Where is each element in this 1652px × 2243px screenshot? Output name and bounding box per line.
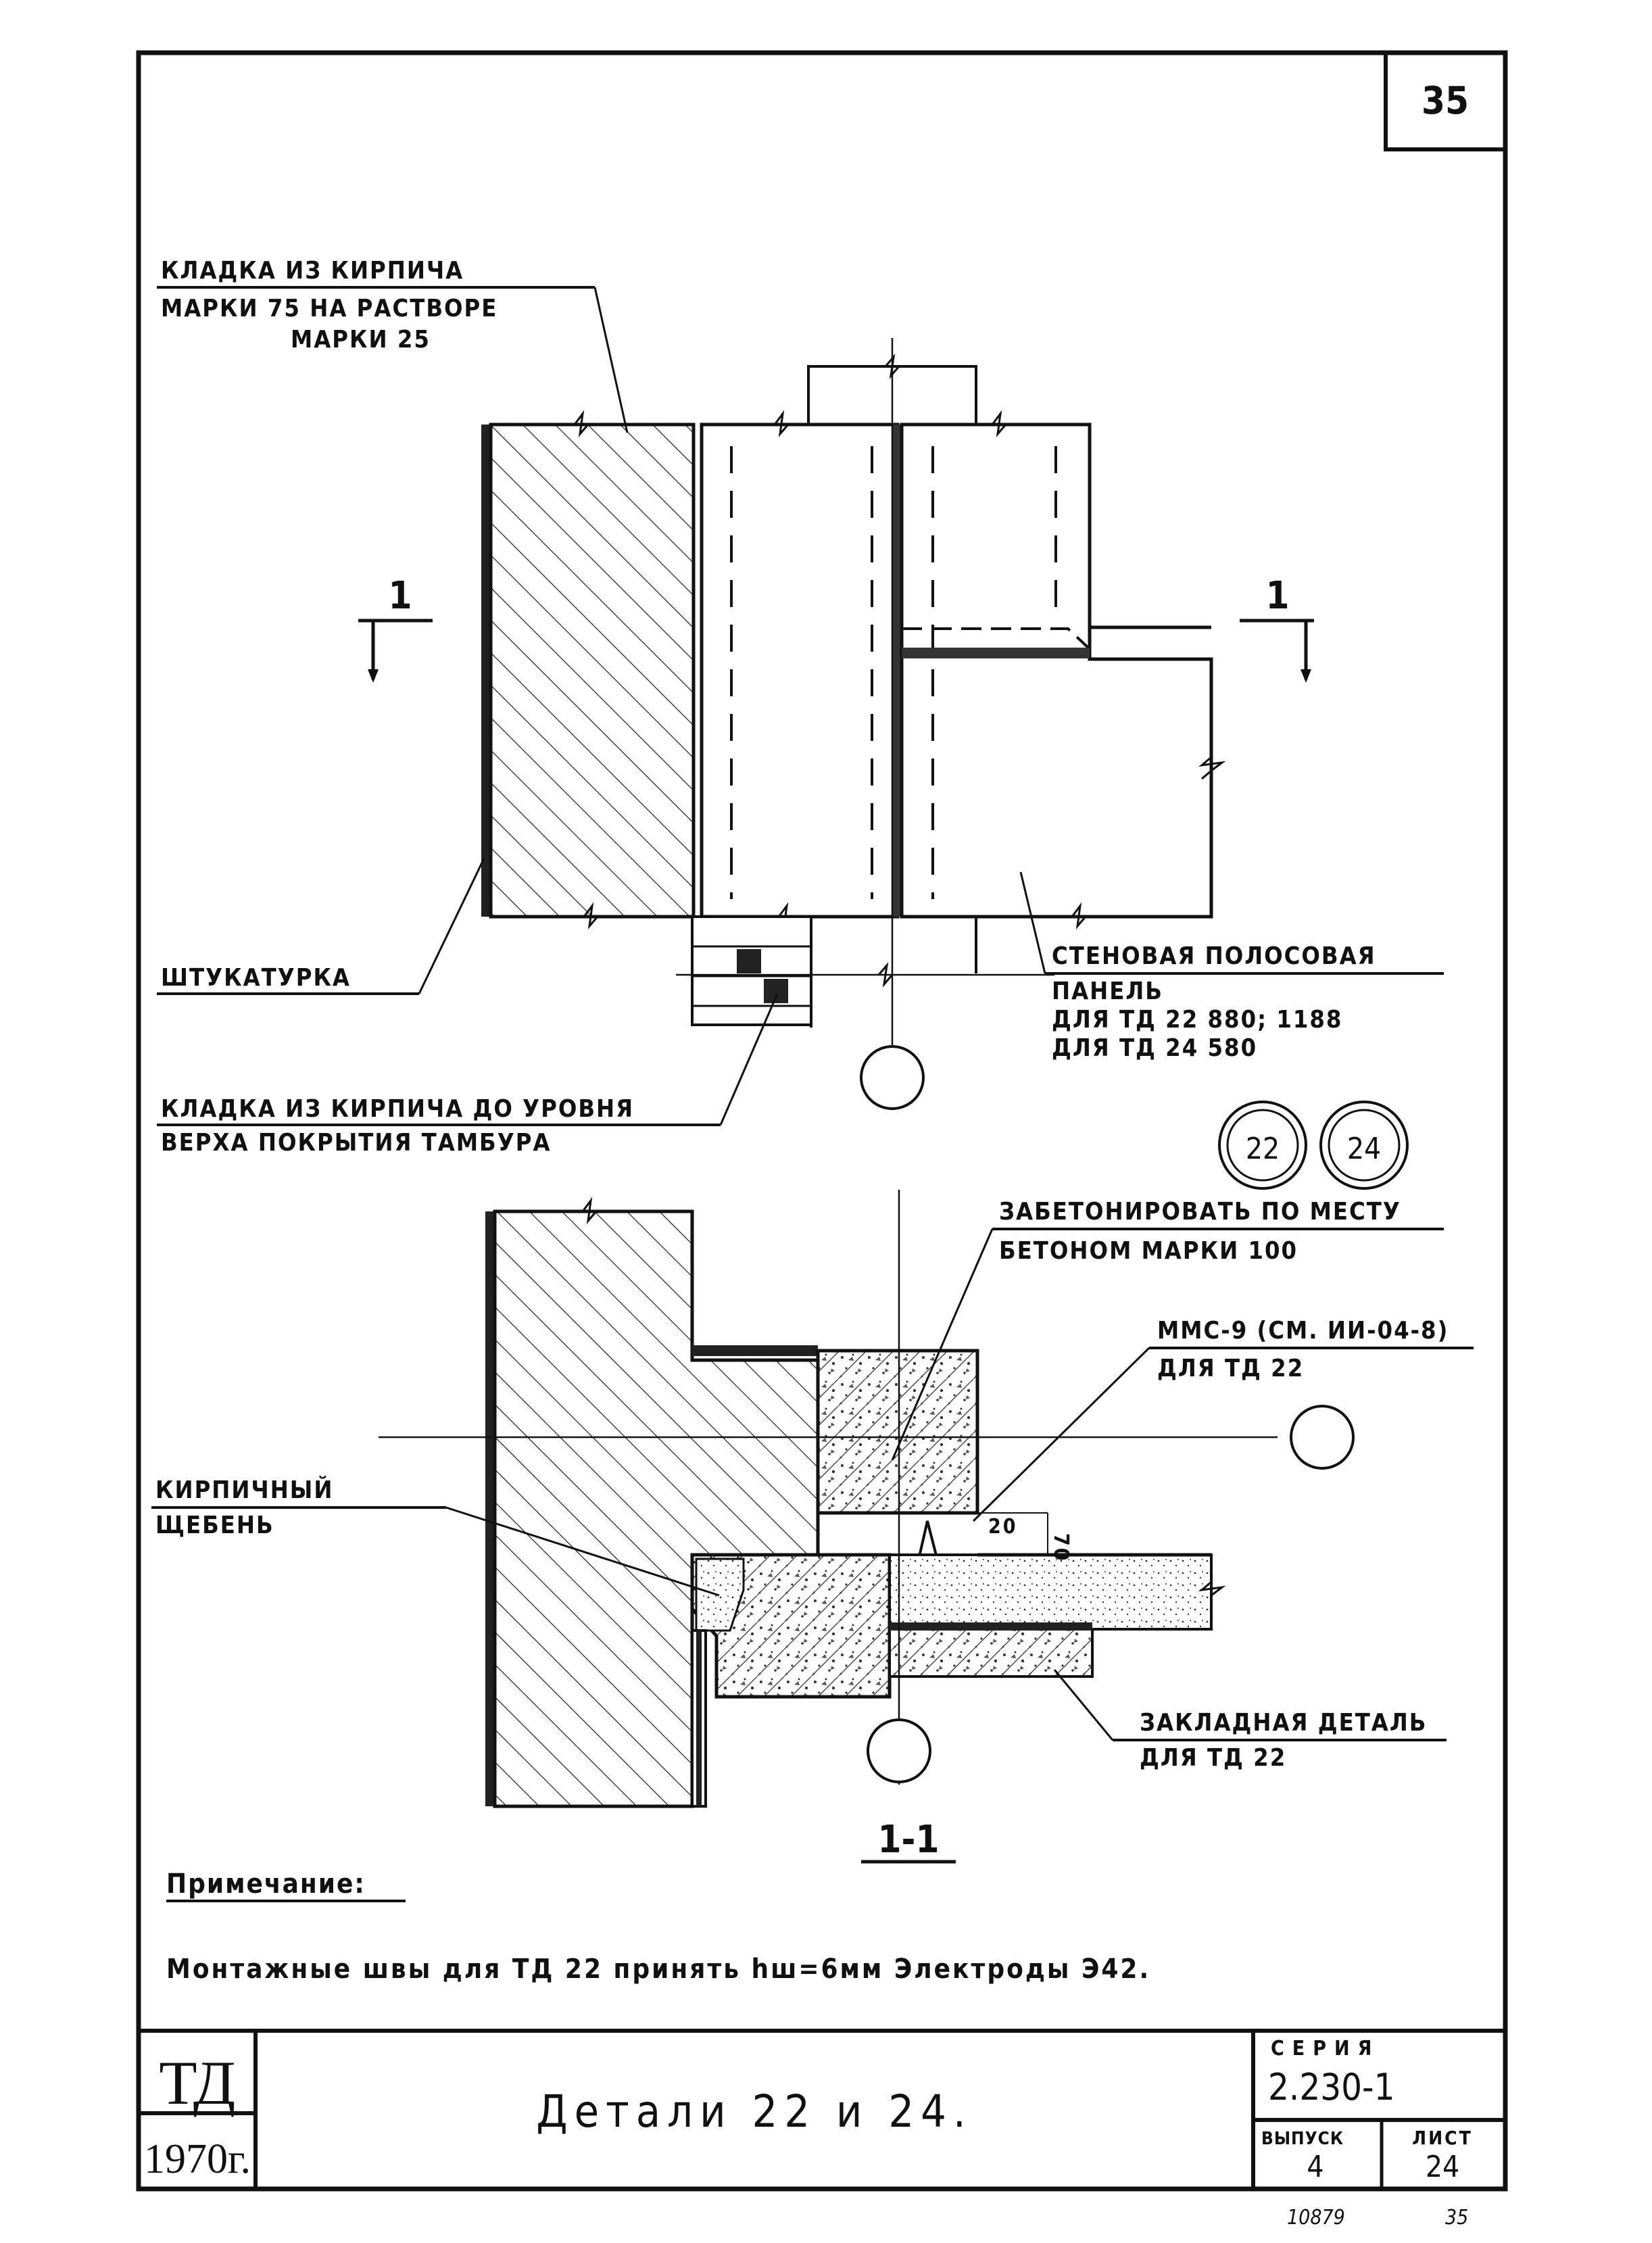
label-embedded: ЗАКЛАДНАЯ ДЕТАЛЬ ДЛЯ ТД 22 bbox=[1053, 1669, 1447, 1772]
svg-text:24: 24 bbox=[1347, 1132, 1381, 1166]
label-wall-panel: СТЕНОВАЯ ПОЛОСОВАЯ ПАНЕЛЬ ДЛЯ ТД 22 880;… bbox=[1019, 871, 1444, 1062]
sheet-frame bbox=[136, 50, 1508, 2192]
label-brick-rubble: КИРПИЧНЫЙ ЩЕБЕНЬ bbox=[151, 1476, 720, 1597]
axis-marker-right bbox=[1290, 1405, 1355, 1470]
axis-marker-top bbox=[860, 1045, 925, 1110]
detail-marker-24: 24 bbox=[1319, 1101, 1409, 1190]
svg-text:ЩЕБЕНЬ: ЩЕБЕНЬ bbox=[155, 1512, 274, 1539]
svg-text:ММС-9 (СМ. ИИ-04-8): ММС-9 (СМ. ИИ-04-8) bbox=[1157, 1317, 1449, 1345]
tb-series-label: СЕРИЯ bbox=[1271, 2037, 1380, 2060]
panel-slab bbox=[888, 1553, 1213, 1631]
label-masonry-to-level: КЛАДКА ИЗ КИРПИЧА ДО УРОВНЯ ВЕРХА ПОКРЫТ… bbox=[157, 993, 779, 1157]
cast-concrete bbox=[816, 1349, 979, 1515]
title-block: ТД 1970г. Детали 22 и 24. СЕРИЯ 2.230-1 … bbox=[139, 2029, 1505, 2189]
detail-marker-22: 22 bbox=[1218, 1101, 1307, 1190]
svg-text:ДЛЯ ТД 22: ДЛЯ ТД 22 bbox=[1140, 1744, 1286, 1772]
tb-series-value: 2.230-1 bbox=[1268, 2066, 1394, 2108]
footer-page: 35 bbox=[1445, 2206, 1468, 2229]
svg-text:МАРКИ 75 НА РАСТВОРЕ: МАРКИ 75 НА РАСТВОРЕ bbox=[161, 295, 497, 322]
plaster-layer bbox=[481, 425, 491, 917]
note-block: Примечание: Монтажные швы для ТД 22 прин… bbox=[166, 1868, 1150, 1985]
svg-text:ДЛЯ ТД 24 580: ДЛЯ ТД 24 580 bbox=[1052, 1034, 1257, 1062]
section-title: 1-1 bbox=[877, 1818, 939, 1862]
label-mms: ММС-9 (СМ. ИИ-04-8) ДЛЯ ТД 22 bbox=[972, 1317, 1474, 1522]
section-brick-wall bbox=[493, 1209, 820, 1808]
svg-text:БЕТОНОМ МАРКИ 100: БЕТОНОМ МАРКИ 100 bbox=[999, 1237, 1298, 1265]
sheet-number: 35 bbox=[1422, 79, 1469, 123]
svg-text:ДЛЯ ТД 22 880; 1188: ДЛЯ ТД 22 880; 1188 bbox=[1052, 1006, 1342, 1034]
tb-sheet-label: ЛИСТ bbox=[1412, 2127, 1473, 2149]
svg-text:КИРПИЧНЫЙ: КИРПИЧНЫЙ bbox=[155, 1476, 333, 1504]
svg-text:ВЕРХА ПОКРЫТИЯ ТАМБУРА: ВЕРХА ПОКРЫТИЯ ТАМБУРА bbox=[161, 1129, 552, 1157]
svg-text:КЛАДКА ИЗ КИРПИЧА: КЛАДКА ИЗ КИРПИЧА bbox=[161, 257, 464, 285]
label-concrete: ЗАБЕТОНИРОВАТЬ ПО МЕСТУ БЕТОНОМ МАРКИ 10… bbox=[891, 1198, 1444, 1461]
axis-marker-bottom bbox=[867, 1718, 931, 1783]
tb-year: 1970г. bbox=[144, 2136, 251, 2182]
svg-text:20: 20 bbox=[988, 1515, 1018, 1539]
svg-text:1: 1 bbox=[1265, 574, 1289, 618]
tb-sheet-value: 24 bbox=[1426, 2150, 1459, 2184]
plan-view: 1 1 bbox=[358, 338, 1314, 1110]
svg-text:ПАНЕЛЬ: ПАНЕЛЬ bbox=[1052, 978, 1163, 1005]
svg-text:ШТУКАТУРКА: ШТУКАТУРКА bbox=[161, 964, 351, 992]
embedded-detail bbox=[888, 1628, 1094, 1678]
tb-code: ТД bbox=[159, 2048, 235, 2117]
svg-text:КЛАДКА ИЗ КИРПИЧА ДО УРОВНЯ: КЛАДКА ИЗ КИРПИЧА ДО УРОВНЯ bbox=[161, 1095, 634, 1123]
svg-text:ЗАБЕТОНИРОВАТЬ ПО МЕСТУ: ЗАБЕТОНИРОВАТЬ ПО МЕСТУ bbox=[999, 1198, 1401, 1226]
brick-rubble bbox=[695, 1558, 745, 1632]
tb-title: Детали 22 и 24. bbox=[536, 2085, 973, 2138]
svg-text:МАРКИ 25: МАРКИ 25 bbox=[291, 326, 431, 354]
inventory-number: 10879 bbox=[1287, 2206, 1345, 2229]
section-mark-left: 1 bbox=[358, 574, 433, 683]
note-heading: Примечание: bbox=[166, 1868, 366, 1900]
section-mark-right: 1 bbox=[1240, 574, 1314, 683]
section-view: 20 70 1-1 bbox=[379, 1190, 1355, 1864]
svg-text:70: 70 bbox=[1049, 1533, 1073, 1563]
svg-text:СТЕНОВАЯ ПОЛОСОВАЯ: СТЕНОВАЯ ПОЛОСОВАЯ bbox=[1052, 942, 1376, 970]
wall-panel-left bbox=[700, 423, 900, 919]
label-brick-masonry: КЛАДКА ИЗ КИРПИЧА МАРКИ 75 НА РАСТВОРЕ М… bbox=[157, 257, 629, 433]
svg-text:22: 22 bbox=[1246, 1132, 1280, 1166]
brick-masonry bbox=[489, 423, 696, 919]
svg-text:ДЛЯ ТД 22: ДЛЯ ТД 22 bbox=[1157, 1355, 1304, 1382]
svg-text:1: 1 bbox=[388, 574, 412, 618]
tb-issue-label: ВЫПУСК bbox=[1261, 2129, 1344, 2149]
svg-text:ЗАКЛАДНАЯ ДЕТАЛЬ: ЗАКЛАДНАЯ ДЕТАЛЬ bbox=[1140, 1709, 1427, 1737]
label-plaster: ШТУКАТУРКА bbox=[157, 858, 485, 995]
sheet-number-box: 35 bbox=[1384, 51, 1507, 151]
note-text: Монтажные швы для ТД 22 принять hш=6мм Э… bbox=[166, 1954, 1150, 1985]
tb-issue-value: 4 bbox=[1307, 2150, 1323, 2184]
